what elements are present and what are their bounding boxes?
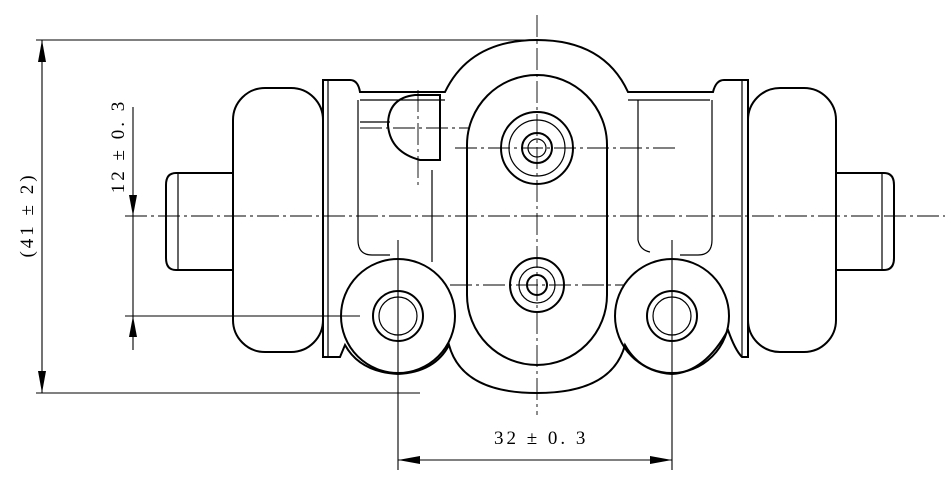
right-dust-boot [747, 87, 837, 353]
dimension-port-offset [125, 107, 360, 350]
bleeder-boss [360, 94, 441, 161]
left-piston-rod [165, 172, 233, 271]
right-piston-rod [836, 172, 895, 271]
mount-spacing-label: 32 ± 0. 3 [494, 428, 589, 449]
port-offset-label: 12 ± 0. 3 [108, 98, 129, 194]
center-lines [125, 15, 945, 415]
overall-height-label: (41 ± 2) [17, 172, 38, 258]
cylinder-body [322, 38, 749, 395]
left-dust-boot [232, 87, 324, 353]
dimension-overall-height [36, 39, 537, 394]
dimension-mount-spacing [397, 240, 673, 470]
